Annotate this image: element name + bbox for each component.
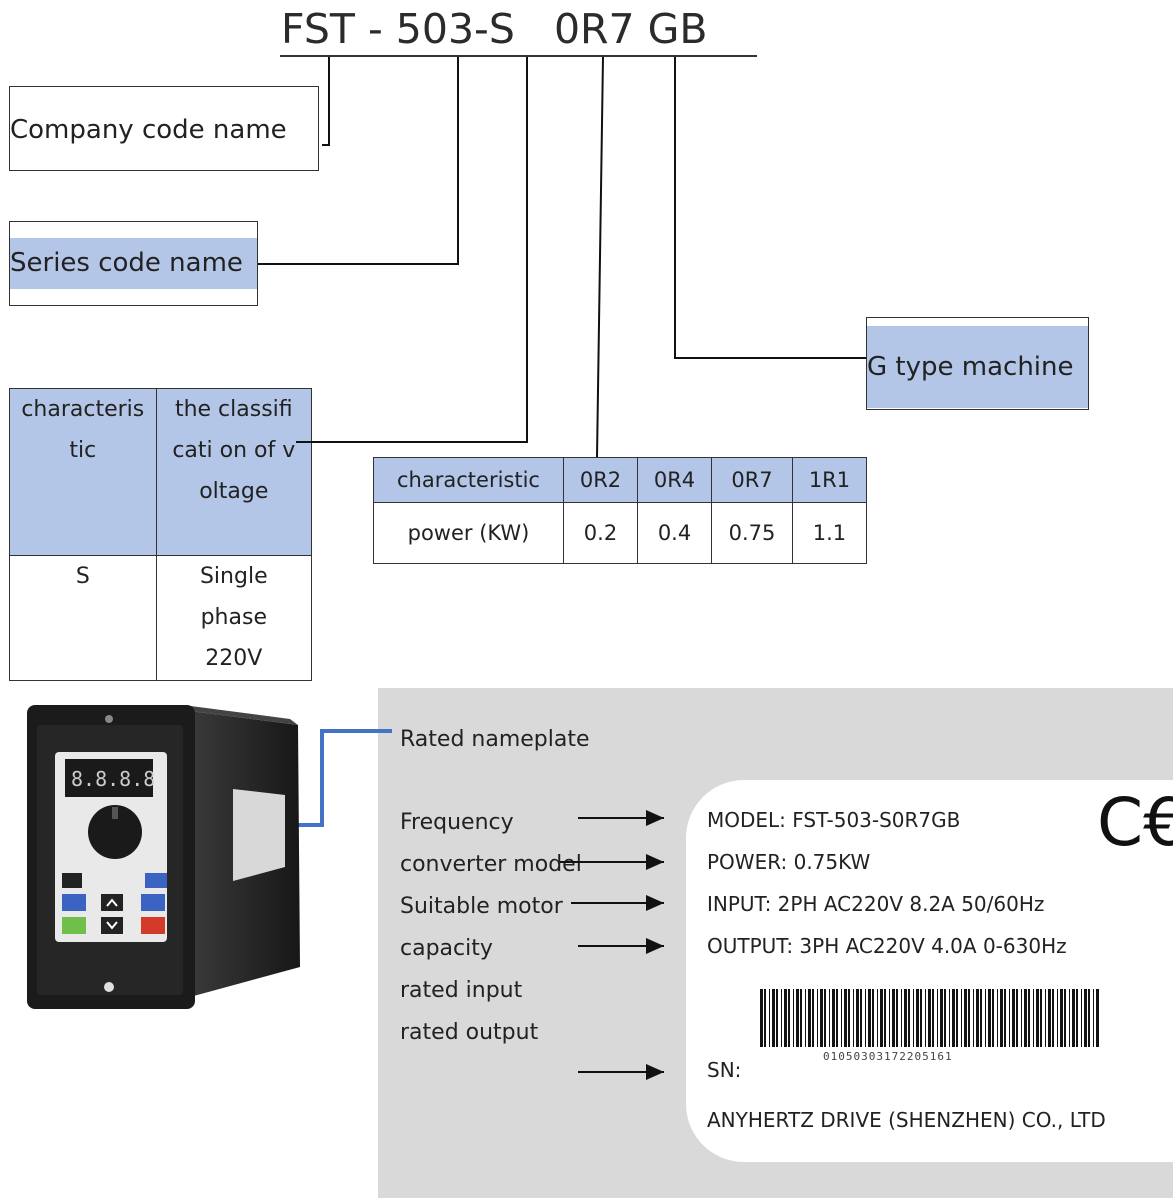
- table-header-cell: characteristic: [373, 457, 564, 503]
- description-suitable-motor: Suitable motor: [400, 894, 563, 919]
- table-cell: S: [9, 555, 157, 681]
- series-code-box: [9, 221, 258, 306]
- table-header-cell: 1R1: [791, 457, 868, 503]
- nameplate-card: [686, 780, 1173, 1162]
- svg-text:8.8.8.8: 8.8.8.8: [71, 767, 155, 791]
- table-cell: 0.2: [562, 502, 639, 564]
- ce-mark-icon: C€: [1097, 784, 1173, 861]
- plate-output: OUTPUT: 3PH AC220V 4.0A 0-630Hz: [707, 934, 1067, 958]
- power-rating-table: characteristic 0R2 0R4 0R7 1R1 power (KW…: [373, 457, 868, 564]
- company-code-label: Company code name: [10, 115, 287, 145]
- model-code: FST - 503-S 0R7 GB: [281, 5, 708, 53]
- plate-power: POWER: 0.75KW: [707, 850, 871, 874]
- voltage-connector-line: [296, 57, 528, 443]
- model-code-underline: [280, 55, 757, 57]
- table-header-cell: 0R7: [711, 457, 793, 503]
- table-row: characteristic 0R2 0R4 0R7 1R1: [373, 457, 868, 503]
- table-header-cell: 0R2: [562, 457, 639, 503]
- company-connector-line: [322, 57, 330, 146]
- description-capacity: capacity: [400, 936, 493, 961]
- inverter-device-illustration: 8.8.8.8: [27, 705, 300, 1009]
- description-converter-model: converter model: [400, 852, 582, 877]
- table-header-cell: the classificati on of voltage: [155, 388, 313, 556]
- plate-serial-number: 01050303172205161: [823, 1050, 953, 1063]
- table-header-cell: characteris tic: [9, 388, 157, 556]
- table-cell: 0.4: [637, 502, 713, 564]
- table-cell: 0.75: [711, 502, 793, 564]
- table-cell: Single phase 220V: [155, 555, 313, 681]
- voltage-classification-table: characteris tic the classificati on of v…: [9, 388, 313, 681]
- power-connector-line: [596, 56, 604, 458]
- g-type-box: [866, 317, 1089, 410]
- description-rated-input: rated input: [400, 978, 523, 1003]
- table-row: S Single phase 220V: [9, 555, 313, 681]
- plate-company: ANYHERTZ DRIVE (SHENZHEN) CO., LTD: [707, 1108, 1106, 1132]
- g-type-label: G type machine: [867, 326, 1088, 408]
- plate-sn-label: SN:: [707, 1058, 742, 1082]
- series-code-label: Series code name: [10, 238, 257, 289]
- table-row: characteris tic the classificati on of v…: [9, 388, 313, 556]
- table-cell: power (KW): [373, 502, 564, 564]
- table-header-cell: 0R4: [637, 457, 713, 503]
- table-row: power (KW) 0.2 0.4 0.75 1.1: [373, 502, 868, 564]
- description-rated-output: rated output: [400, 1020, 539, 1045]
- plate-input: INPUT: 2PH AC220V 8.2A 50/60Hz: [707, 892, 1045, 916]
- description-frequency: Frequency: [400, 810, 514, 835]
- plate-model: MODEL: FST-503-S0R7GB: [707, 808, 961, 832]
- gtype-connector-line: [674, 57, 866, 359]
- rated-nameplate-title: Rated nameplate: [400, 727, 590, 752]
- table-cell: 1.1: [791, 502, 868, 564]
